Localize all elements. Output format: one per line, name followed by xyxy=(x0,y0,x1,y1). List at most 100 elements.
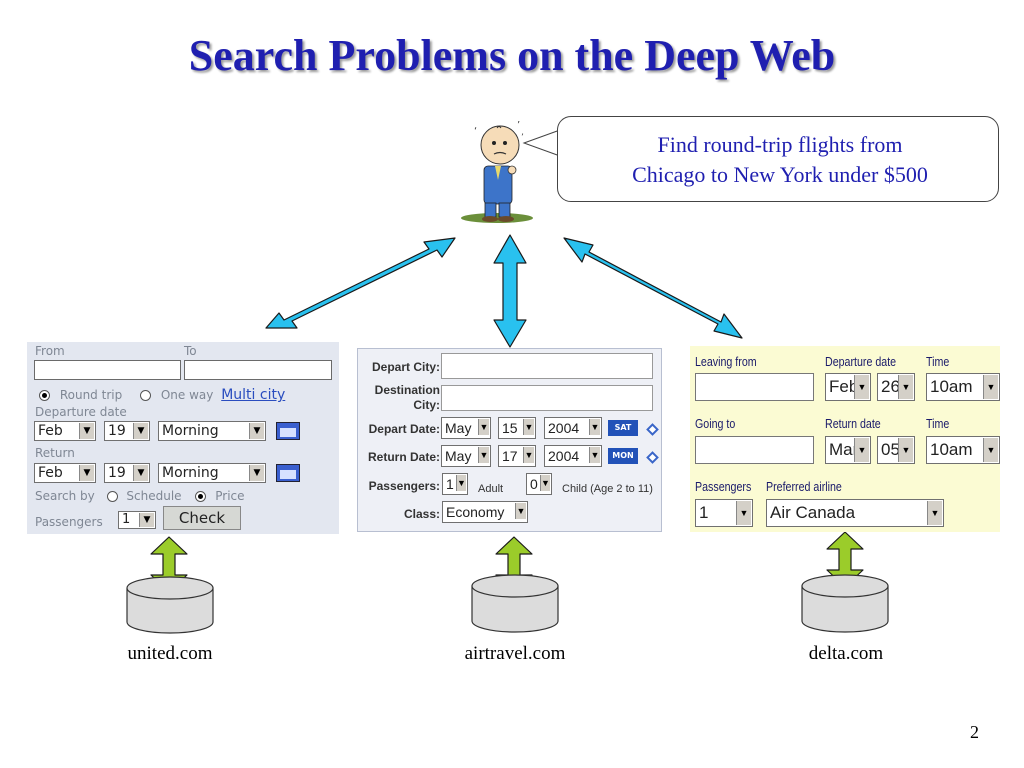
chevron-down-icon: ▼ xyxy=(133,465,148,481)
blue-double-arrow-center xyxy=(493,234,527,348)
passengers-label: Passengers xyxy=(35,515,103,529)
return-time-select[interactable]: 10am▼ xyxy=(926,436,1000,464)
from-input[interactable] xyxy=(34,360,181,380)
adult-label: Adult xyxy=(478,483,504,495)
departure-date-label: Departure date xyxy=(35,405,127,419)
chevron-down-icon: ▼ xyxy=(589,419,600,435)
calendar-icon[interactable] xyxy=(276,422,300,440)
one-way-label: One way xyxy=(160,388,214,402)
return-weekday-badge[interactable]: MON xyxy=(608,448,638,464)
return-date-label: Return Date: xyxy=(367,450,440,464)
chevron-down-icon: ▼ xyxy=(79,423,94,439)
blue-double-arrow-right xyxy=(563,237,743,339)
search-by-row: Search by Schedule Price xyxy=(35,489,245,503)
return-label: Return xyxy=(35,446,75,460)
depart-city-label: Depart City: xyxy=(371,360,440,374)
query-line-2: Chicago to New York under $500 xyxy=(632,162,928,187)
multi-city-link[interactable]: Multi city xyxy=(221,387,286,403)
depart-city-input[interactable] xyxy=(441,353,653,379)
depart-month-select[interactable]: May▼ xyxy=(441,417,491,439)
departure-date-label: Departure date xyxy=(825,354,897,369)
chevron-down-icon: ▼ xyxy=(589,447,600,463)
preferred-airline-label: Preferred airline xyxy=(766,479,842,494)
departure-month-select[interactable]: Feb▼ xyxy=(825,373,871,401)
chevron-down-icon: ▼ xyxy=(983,375,998,399)
depart-year-select[interactable]: 2004▼ xyxy=(544,417,602,439)
blue-double-arrow-left xyxy=(265,237,456,329)
to-label: To xyxy=(184,344,197,358)
price-radio[interactable] xyxy=(195,491,207,502)
adult-count-select[interactable]: 1▼ xyxy=(442,473,468,495)
database-airtravel xyxy=(471,574,559,633)
leaving-from-label: Leaving from xyxy=(695,354,757,369)
return-month-select[interactable]: Mar▼ xyxy=(825,436,871,464)
chevron-down-icon: ▼ xyxy=(927,501,942,525)
preferred-airline-select[interactable]: Air Canada▼ xyxy=(766,499,944,527)
query-line-1: Find round-trip flights from xyxy=(657,132,903,157)
departure-month-select[interactable]: Feb▼ xyxy=(34,421,96,441)
return-month-select[interactable]: Feb▼ xyxy=(34,463,96,483)
schedule-radio[interactable] xyxy=(106,491,118,502)
passengers-select[interactable]: 1▼ xyxy=(118,511,156,529)
trip-type-row: Round trip One way Multi city xyxy=(39,387,285,403)
price-label: Price xyxy=(215,489,245,503)
chevron-down-icon: ▼ xyxy=(133,423,148,439)
svg-text:’: ’ xyxy=(521,133,524,143)
calendar-icon[interactable] xyxy=(276,464,300,482)
departure-day-select[interactable]: 26▼ xyxy=(877,373,915,401)
database-united xyxy=(126,576,214,634)
return-day-select[interactable]: 05▼ xyxy=(877,436,915,464)
chevron-down-icon: ▼ xyxy=(898,438,913,462)
check-button[interactable]: Check xyxy=(163,506,241,530)
one-way-radio[interactable] xyxy=(140,390,152,401)
return-month-select[interactable]: May▼ xyxy=(441,445,491,467)
departure-day-select[interactable]: 19▼ xyxy=(104,421,150,441)
from-label: From xyxy=(35,344,65,358)
chevron-down-icon: ▼ xyxy=(249,423,264,439)
united-search-form: From To Round trip One way Multi city De… xyxy=(27,342,339,534)
page-number: 2 xyxy=(970,722,979,742)
return-day-select[interactable]: 17▼ xyxy=(498,445,536,467)
class-select[interactable]: Economy▼ xyxy=(442,501,528,523)
svg-text:’: ’ xyxy=(517,120,520,131)
calendar-diamond-icon[interactable] xyxy=(646,451,659,464)
chevron-down-icon: ▼ xyxy=(456,475,466,491)
delta-search-form: Leaving from Departure date Time Feb▼ 26… xyxy=(690,346,1000,532)
departure-time-select[interactable]: Morning▼ xyxy=(158,421,266,441)
leaving-from-input[interactable] xyxy=(695,373,814,401)
return-time-select[interactable]: Morning▼ xyxy=(158,463,266,483)
chevron-down-icon: ▼ xyxy=(79,465,94,481)
return-year-select[interactable]: 2004▼ xyxy=(544,445,602,467)
return-day-select[interactable]: 19▼ xyxy=(104,463,150,483)
schedule-label: Schedule xyxy=(126,489,182,503)
depart-day-select[interactable]: 15▼ xyxy=(498,417,536,439)
chevron-down-icon: ▼ xyxy=(523,447,534,463)
departure-time-select[interactable]: 10am▼ xyxy=(926,373,1000,401)
destination-label-2: City: xyxy=(413,398,440,412)
to-input[interactable] xyxy=(184,360,332,380)
child-count-select[interactable]: 0▼ xyxy=(526,473,552,495)
confused-person-illustration: ‘ ’ ’ xyxy=(461,120,533,223)
speech-bubble-tail xyxy=(522,129,561,157)
passengers-label: Passengers xyxy=(695,479,752,494)
calendar-diamond-icon[interactable] xyxy=(646,423,659,436)
depart-weekday-badge[interactable]: SAT xyxy=(608,420,638,436)
airtravel-search-form: Depart City: Destination City: Depart Da… xyxy=(357,348,662,532)
destination-label-1: Destination xyxy=(374,383,440,397)
round-trip-radio[interactable] xyxy=(39,390,50,401)
destination-city-input[interactable] xyxy=(441,385,653,411)
return-date-label: Return date xyxy=(825,416,881,431)
database-delta xyxy=(801,574,889,633)
svg-text:‘: ‘ xyxy=(474,126,477,137)
chevron-down-icon: ▼ xyxy=(540,475,550,491)
time-label: Time xyxy=(926,416,950,431)
passengers-select[interactable]: 1▼ xyxy=(695,499,753,527)
chevron-down-icon: ▼ xyxy=(854,438,869,462)
child-label: Child (Age 2 to 11) xyxy=(562,483,653,495)
time-label: Time xyxy=(926,354,950,369)
speech-bubble xyxy=(557,116,999,202)
chevron-down-icon: ▼ xyxy=(249,465,264,481)
query-text: Find round-trip flights from Chicago to … xyxy=(560,130,1000,190)
going-to-input[interactable] xyxy=(695,436,814,464)
